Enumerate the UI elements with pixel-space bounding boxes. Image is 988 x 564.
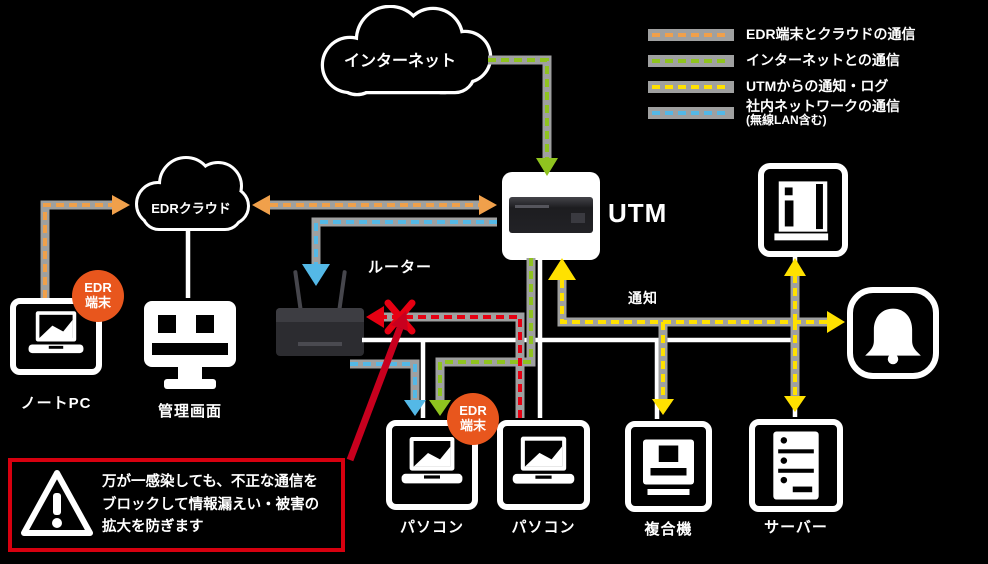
cloud-icon xyxy=(135,156,250,231)
router-label: ルーター xyxy=(368,259,433,276)
yellow-dash-icon xyxy=(652,85,730,89)
router-antenna xyxy=(337,269,347,313)
mfp-label: 複合機 xyxy=(644,521,693,538)
printer-icon xyxy=(643,439,694,495)
legend-label: 社内ネットワークの通信 (無線LAN含む) xyxy=(746,97,900,128)
legend-row-alert: UTMからの通知・ログ xyxy=(648,78,986,96)
remote-pc-label: ノートPC xyxy=(20,395,92,412)
pc2-node xyxy=(497,420,590,510)
legend-swatch xyxy=(648,55,734,67)
callout-line3: 拡大を防ぎます xyxy=(102,519,204,536)
server-label: サーバー xyxy=(764,519,828,536)
legend-label: EDR端末とクラウドの通信 xyxy=(746,26,916,43)
edr-badge-line2: 端末 xyxy=(84,295,111,310)
legend-row-edr: EDR端末とクラウドの通信 xyxy=(648,26,986,44)
legend: EDR端末とクラウドの通信 インターネットとの通信 UTMからの通知・ログ 社内… xyxy=(648,26,986,130)
laptop-icon xyxy=(503,426,584,504)
management-server-icon xyxy=(774,181,829,241)
legend-swatch xyxy=(648,29,734,41)
bell-icon xyxy=(865,308,921,365)
pc1-label: パソコン xyxy=(399,519,464,536)
edr-cloud: EDRクラウド xyxy=(126,150,256,242)
edr-badge-line2: 端末 xyxy=(459,418,486,433)
internet-cloud-label: インターネット xyxy=(343,53,456,70)
legend-label-sub: (無線LAN含む) xyxy=(746,113,827,128)
edr-badge-line1: EDR xyxy=(459,403,487,419)
blue-dash-icon xyxy=(652,111,730,115)
legend-swatch xyxy=(648,107,734,119)
utm-label: UTM xyxy=(608,198,668,228)
edr-endpoint-badge: EDR 端末 xyxy=(447,393,499,445)
callout-line2: ブロックして情報漏えい・被害の xyxy=(102,496,320,513)
notice-label: 通知 xyxy=(628,290,658,306)
admin-console-node xyxy=(140,295,240,395)
legend-row-internet: インターネットとの通信 xyxy=(648,52,986,70)
admin-console-label: 管理画面 xyxy=(157,403,222,420)
orange-dash-icon xyxy=(652,33,730,37)
server-node xyxy=(749,419,843,512)
legend-label-main: 社内ネットワークの通信 xyxy=(746,97,900,114)
legend-label: UTMからの通知・ログ xyxy=(746,78,889,95)
utm-appliance-icon xyxy=(509,197,593,233)
management-server-node xyxy=(758,163,848,257)
edr-badge-line1: EDR xyxy=(84,280,112,296)
callout-line1: 万が一感染しても、不正な通信を xyxy=(102,474,318,491)
green-dash-icon xyxy=(652,59,730,63)
router-antenna xyxy=(293,269,303,313)
mfp-node xyxy=(625,421,712,512)
server-rack-icon xyxy=(773,431,819,500)
router-icon xyxy=(276,308,364,356)
monitor-icon xyxy=(144,301,236,389)
warning-callout: 万が一感染しても、不正な通信を ブロックして情報漏えい・被害の 拡大を防ぎます xyxy=(8,458,345,552)
legend-row-lan: 社内ネットワークの通信 (無線LAN含む) xyxy=(648,98,986,127)
legend-swatch xyxy=(648,81,734,93)
admin-notification-node xyxy=(847,287,939,379)
internet-cloud: インターネット xyxy=(305,4,495,100)
utm-node xyxy=(502,172,600,260)
edr-endpoint-badge: EDR 端末 xyxy=(72,270,124,322)
legend-label: インターネットとの通信 xyxy=(746,52,900,69)
edr-cloud-label: EDRクラウド xyxy=(151,201,231,216)
pc2-label: パソコン xyxy=(511,519,576,536)
warning-icon xyxy=(21,470,93,536)
